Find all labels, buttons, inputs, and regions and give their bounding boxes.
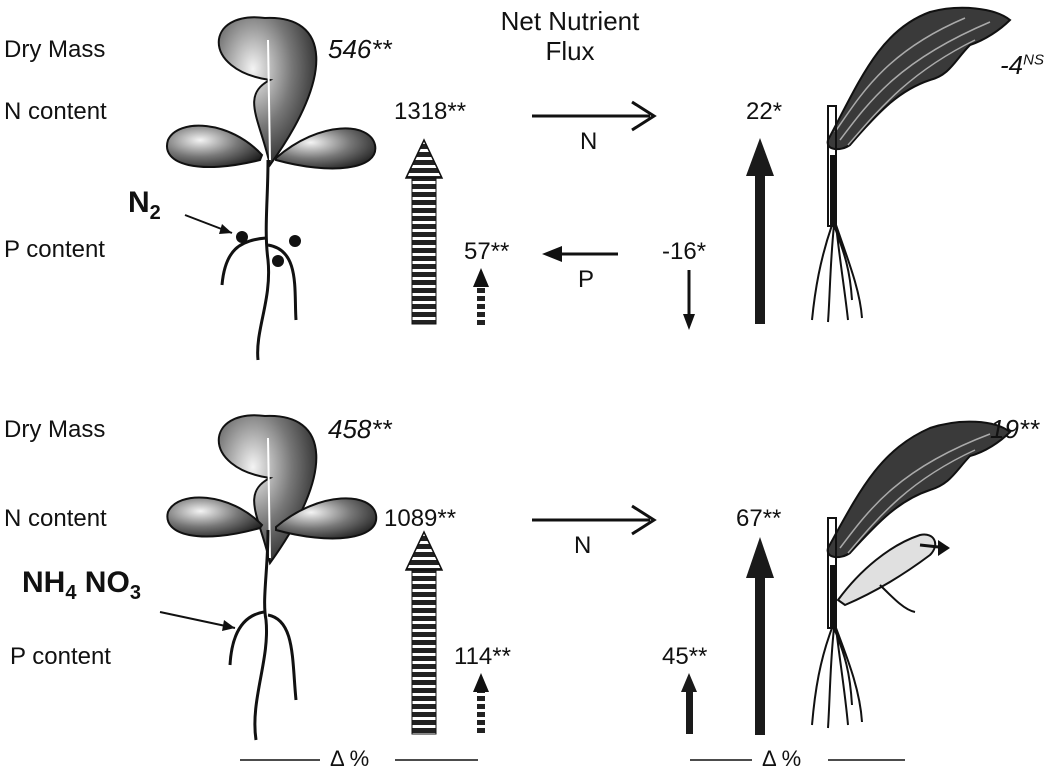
nodule-icon: [272, 255, 284, 267]
flux-n-label-bottom: N: [574, 532, 591, 560]
flux-n-arrow-bottom: [532, 506, 654, 534]
source-label-nh4no3: NH4 NO3: [22, 566, 141, 605]
header-title: Net Nutrient Flux: [470, 6, 670, 66]
row-label-p-content-bottom: P content: [10, 643, 111, 671]
grass-dry-mass-top-value: -4: [1000, 50, 1023, 80]
nodule-icon: [236, 231, 248, 243]
grass-plant-top: [812, 8, 1010, 322]
flux-p-arrow-top: [542, 246, 618, 262]
source-label-n2-main: N: [128, 186, 150, 219]
source-label-no3-sub: 3: [130, 582, 141, 604]
legume-dry-mass-bottom: 458**: [328, 414, 392, 445]
legume-n-arrow-top: [406, 140, 442, 324]
source-label-no3-main: NO: [76, 566, 129, 599]
grass-p-arrow-top: [683, 270, 695, 330]
legume-n-content-top: 1318**: [394, 98, 466, 126]
grass-n-content-bottom: 67**: [736, 505, 781, 533]
header-line-1: Net Nutrient: [470, 6, 670, 36]
legume-p-arrow-top: [473, 268, 489, 325]
flux-p-label-top: P: [578, 266, 594, 294]
header-line-2: Flux: [470, 36, 670, 66]
flux-n-arrow-top: [532, 102, 654, 130]
grass-p-content-bottom: 45**: [662, 643, 707, 671]
grass-plant-bottom: [812, 422, 1010, 728]
grass-p-content-top: -16*: [662, 238, 706, 266]
legume-plant-bottom: [160, 415, 376, 740]
legume-plant-top: [167, 17, 375, 360]
grass-n-content-top: 22*: [746, 98, 782, 126]
row-label-p-content-top: P content: [4, 236, 105, 264]
source-label-nh4-sub: 4: [65, 582, 76, 604]
row-label-dry-mass-top: Dry Mass: [4, 36, 105, 64]
grass-dry-mass-bottom: 19**: [990, 414, 1039, 445]
grass-p-arrow-bottom: [681, 673, 697, 734]
source-label-nh4-main: NH: [22, 566, 65, 599]
legume-n-content-bottom: 1089**: [384, 505, 456, 533]
row-label-n-content-bottom: N content: [4, 505, 107, 533]
delta-label-left: Δ %: [330, 746, 369, 772]
grass-n-arrow-bottom: [746, 537, 774, 735]
legume-p-content-bottom: 114**: [454, 643, 511, 671]
grass-n-arrow-top: [746, 138, 774, 324]
legume-p-arrow-bottom: [473, 673, 489, 734]
nodule-icon: [289, 235, 301, 247]
source-label-n2: N2: [128, 186, 161, 225]
legume-n-arrow-bottom: [406, 532, 442, 734]
source-label-n2-sub: 2: [150, 202, 161, 224]
legume-p-content-top: 57**: [464, 238, 509, 266]
flux-n-label-top: N: [580, 128, 597, 156]
grass-dry-mass-top: -4NS: [1000, 50, 1044, 81]
delta-label-right: Δ %: [762, 746, 801, 772]
row-label-n-content-top: N content: [4, 98, 107, 126]
legume-dry-mass-top: 546**: [328, 34, 392, 65]
grass-dry-mass-top-sig: NS: [1023, 51, 1044, 68]
row-label-dry-mass-bottom: Dry Mass: [4, 416, 105, 444]
